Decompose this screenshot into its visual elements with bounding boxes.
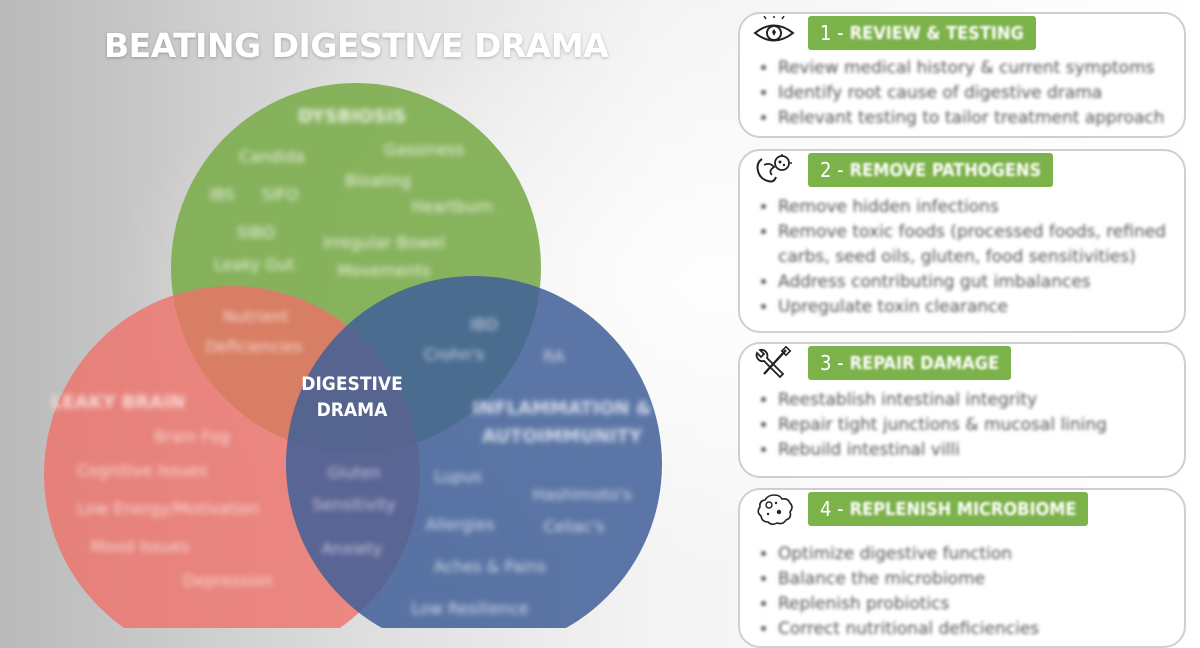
blue-circle-title-line1: INFLAMMATION & bbox=[472, 398, 651, 419]
step-label: REPAIR DAMAGE bbox=[849, 352, 1000, 374]
list-item: Remove hidden infections bbox=[778, 195, 1178, 220]
overlap-green-blue-item: RA bbox=[543, 347, 564, 366]
step-label: REMOVE PATHOGENS bbox=[849, 159, 1042, 181]
overlap-red-blue-item: Anxiety bbox=[322, 539, 383, 558]
green-item: Leaky Gut bbox=[214, 255, 294, 274]
microbe-icon bbox=[757, 494, 793, 526]
step-number: 4 - bbox=[820, 497, 844, 521]
venn-diagram: DYSBIOSIS Candida Gassiness IBS SIFO Blo… bbox=[44, 83, 662, 628]
green-circle-title: DYSBIOSIS bbox=[298, 106, 406, 127]
overlap-green-red-line1: Nutrient bbox=[223, 307, 289, 326]
blue-item: Hashimoto's bbox=[533, 485, 632, 504]
green-item: Candida bbox=[239, 147, 305, 166]
red-item: Mood Issues bbox=[91, 537, 189, 556]
list-item: Repair tight junctions & mucosal lining bbox=[778, 413, 1178, 438]
blue-item: Aches & Pains bbox=[434, 557, 546, 576]
step-number: 2 - bbox=[820, 158, 844, 182]
red-item: Cognitive Issues bbox=[77, 461, 208, 480]
blue-item: Allergies bbox=[426, 515, 495, 534]
list-item: Reestablish intestinal integrity bbox=[778, 388, 1178, 413]
step-panel-remove-pathogens: 2 - REMOVE PATHOGENS Remove hidden infec… bbox=[738, 149, 1186, 333]
list-item: Address contributing gut imbalances bbox=[778, 270, 1178, 295]
list-item: Identify root cause of digestive drama bbox=[778, 81, 1178, 106]
blue-item: Lupus bbox=[434, 467, 481, 486]
step-panel-repair-damage: 3 - REPAIR DAMAGE Reestablish intestinal… bbox=[738, 342, 1186, 478]
list-item: Relevant testing to tailor treatment app… bbox=[778, 106, 1178, 131]
step-header-3: 3 - REPAIR DAMAGE bbox=[808, 346, 1012, 380]
step-label: REVIEW & TESTING bbox=[849, 22, 1024, 44]
step-items: Remove hidden infections Remove toxic fo… bbox=[740, 195, 1178, 320]
step-items: Optimize digestive function Balance the … bbox=[740, 542, 1178, 642]
list-item: Optimize digestive function bbox=[778, 542, 1178, 567]
red-item: Low Energy/Motivation bbox=[77, 499, 259, 518]
page-title: BEATING DIGESTIVE DRAMA bbox=[104, 26, 609, 65]
venn-center-label-line1: DIGESTIVE bbox=[301, 373, 403, 395]
green-item: SIBO bbox=[237, 223, 275, 242]
green-item: Bloating bbox=[345, 171, 411, 190]
overlap-red-blue-item: Gluten bbox=[327, 463, 380, 482]
step-panel-replenish-microbiome: 4 - REPLENISH MICROBIOME Optimize digest… bbox=[738, 488, 1186, 648]
gut-pathogen-icon bbox=[756, 154, 792, 183]
green-item: Heartburn bbox=[411, 197, 492, 216]
green-item: SIFO bbox=[262, 185, 299, 204]
step-number: 1 - bbox=[820, 21, 844, 45]
green-item: Gassiness bbox=[384, 140, 464, 159]
red-circle-title: LEAKY BRAIN bbox=[51, 392, 185, 413]
venn-center-label-line2: DRAMA bbox=[317, 399, 389, 421]
list-item: Remove toxic foods (processed foods, ref… bbox=[778, 220, 1178, 270]
step-label: REPLENISH MICROBIOME bbox=[849, 498, 1077, 520]
step-panel-review-testing: 1 - REVIEW & TESTING Review medical hist… bbox=[738, 12, 1186, 138]
tools-icon bbox=[755, 346, 792, 379]
blue-item: Low Resilience bbox=[411, 599, 528, 618]
list-item: Correct nutritional deficiencies bbox=[778, 617, 1178, 642]
red-item: Depression bbox=[183, 571, 272, 590]
venn-circle-blue bbox=[286, 276, 662, 628]
overlap-green-blue-item: Crohn's bbox=[424, 345, 484, 364]
eye-icon bbox=[753, 16, 795, 42]
step-header-4: 4 - REPLENISH MICROBIOME bbox=[808, 492, 1089, 526]
step-items: Review medical history & current symptom… bbox=[740, 56, 1178, 131]
step-number: 3 - bbox=[820, 351, 844, 375]
green-item: Irregular Bowel bbox=[323, 233, 444, 252]
blue-item: Celiac's bbox=[543, 517, 604, 536]
step-items: Reestablish intestinal integrity Repair … bbox=[740, 388, 1178, 463]
list-item: Replenish probiotics bbox=[778, 592, 1178, 617]
red-item: Brain Fog bbox=[154, 427, 230, 446]
list-item: Rebuild intestinal villi bbox=[778, 438, 1178, 463]
step-header-1: 1 - REVIEW & TESTING bbox=[808, 16, 1036, 50]
green-item: Movements bbox=[337, 261, 430, 280]
step-header-2: 2 - REMOVE PATHOGENS bbox=[808, 153, 1054, 187]
overlap-green-blue-item: IBD bbox=[470, 315, 498, 334]
list-item: Upregulate toxin clearance bbox=[778, 295, 1178, 320]
list-item: Review medical history & current symptom… bbox=[778, 56, 1178, 81]
green-item: IBS bbox=[209, 185, 235, 204]
list-item: Balance the microbiome bbox=[778, 567, 1178, 592]
blue-circle-title-line2: AUTOIMMUNITY bbox=[482, 426, 643, 447]
overlap-green-red-line2: Deficiencies bbox=[206, 337, 303, 356]
overlap-red-blue-item: Sensitivity bbox=[312, 495, 395, 514]
